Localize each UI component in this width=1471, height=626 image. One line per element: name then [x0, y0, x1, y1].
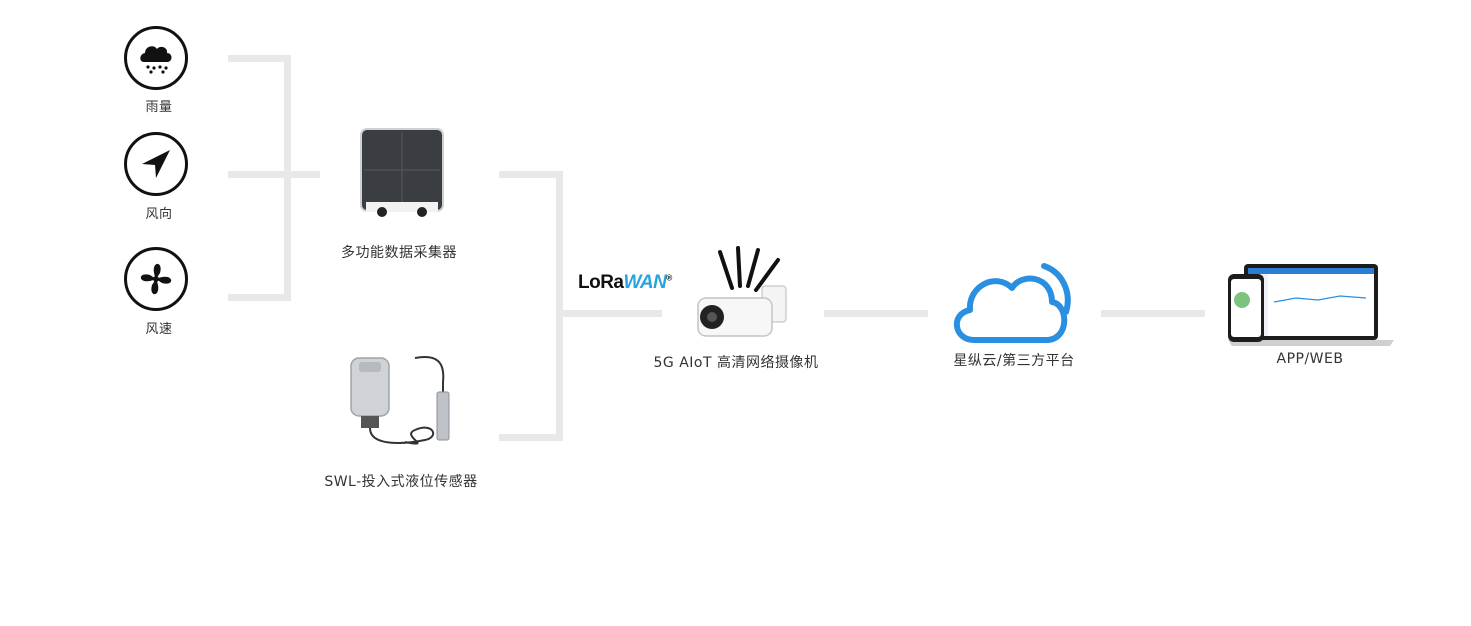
app-web-label: APP/WEB [1276, 351, 1344, 367]
camera-label: 5G AIoT 高清网络摄像机 [653, 355, 819, 371]
connector-line [228, 294, 290, 301]
cloud-image [948, 258, 1078, 346]
wind-direction-sensor-icon [124, 132, 188, 196]
collector-label: 多功能数据采集器 [341, 245, 457, 261]
wind-speed-sensor-icon [124, 247, 188, 311]
sensor-label: 雨量 [145, 100, 173, 115]
cloud-label: 星纵云/第三方平台 [953, 353, 1075, 369]
connector-line [228, 55, 290, 62]
connector-line [228, 171, 320, 178]
cloud-icon [953, 263, 1071, 343]
solar-data-collector-icon [360, 128, 444, 217]
connector-line [499, 171, 563, 178]
5g-camera-icon [697, 246, 787, 337]
lorawan-logo-lora: LoRa [578, 272, 624, 293]
connector-line [556, 171, 563, 441]
wind-direction-arrow-icon [142, 150, 170, 178]
app-web-image [1226, 262, 1396, 346]
connector-line [1101, 310, 1205, 317]
connector-line [556, 310, 662, 317]
connector-line [824, 310, 928, 317]
phone-laptop-icon [1228, 264, 1394, 346]
lorawan-registered-mark: ® [666, 273, 672, 283]
camera-image [692, 246, 792, 346]
liquid-level-sensor-icon [350, 356, 450, 445]
liquid-level-sensor-image [345, 352, 465, 452]
connector-line [499, 434, 563, 441]
rain-sensor-icon [124, 26, 188, 90]
liquid-sensor-label: SWL-投入式液位传感器 [324, 474, 478, 490]
lorawan-logo: LoRaWAN® [578, 272, 672, 294]
sensor-label: 风速 [145, 322, 173, 337]
connector-line [284, 55, 291, 301]
lorawan-logo-wan: WAN [623, 272, 667, 293]
data-collector-image [360, 128, 444, 220]
fan-icon [140, 263, 172, 295]
rain-cloud-icon [140, 46, 172, 74]
sensor-label: 风向 [145, 207, 173, 222]
